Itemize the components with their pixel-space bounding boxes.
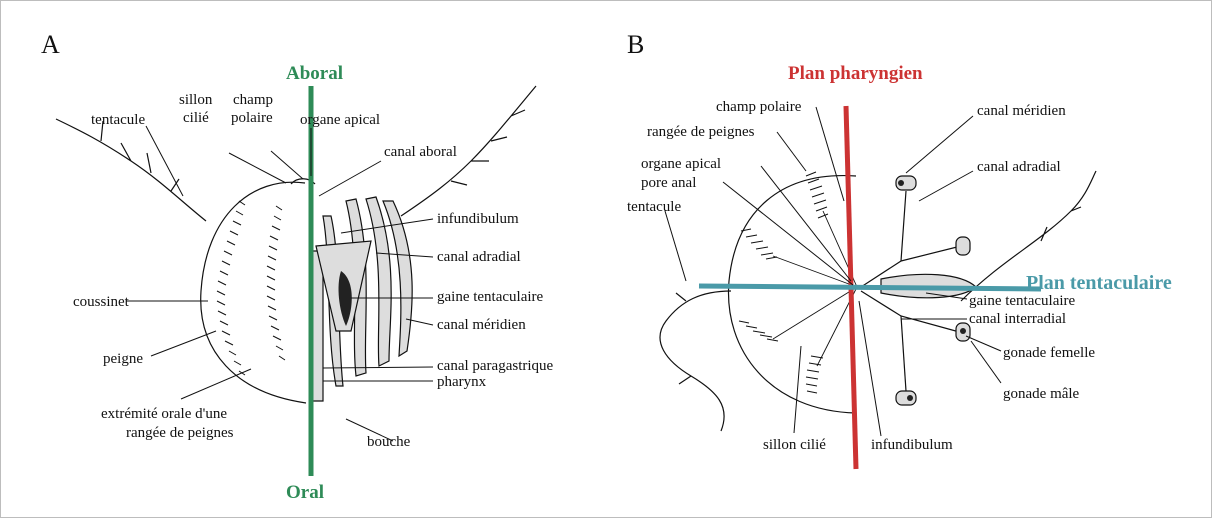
comb-rows-a bbox=[217, 201, 285, 375]
panel-a: A Aboral Oral bbox=[41, 30, 554, 503]
label-gonade-femelle: gonade femelle bbox=[1003, 345, 1095, 361]
label-rangee-peignes-b: rangée de peignes bbox=[647, 124, 755, 140]
label-tentacule-b: tentacule bbox=[627, 199, 681, 215]
label-gaine-a: gaine tentaculaire bbox=[437, 289, 544, 305]
axis-label-oral: Oral bbox=[286, 482, 324, 503]
label-bouche: bouche bbox=[367, 434, 411, 450]
label-tentacule-a: tentacule bbox=[91, 112, 145, 128]
label-champ-a-1: champ bbox=[233, 92, 273, 108]
body-outline-a bbox=[201, 182, 306, 403]
tentacle-left-a bbox=[56, 119, 206, 221]
label-gonade-male: gonade mâle bbox=[1003, 386, 1080, 402]
label-gaine-b: gaine tentaculaire bbox=[969, 293, 1076, 309]
tentacle-b bbox=[660, 291, 731, 431]
label-infundibulum-b: infundibulum bbox=[871, 437, 953, 453]
label-sillon-a-2: cilié bbox=[183, 110, 209, 126]
plane-label-pharyngien: Plan pharyngien bbox=[788, 63, 923, 84]
body-outline-b bbox=[728, 176, 856, 413]
label-champ-a-2: polaire bbox=[231, 110, 273, 126]
label-organe-apical-b: organe apical bbox=[641, 156, 721, 172]
panel-a-letter: A bbox=[41, 30, 60, 59]
label-champ-polaire-b: champ polaire bbox=[716, 99, 802, 115]
axis-label-aboral: Aboral bbox=[286, 63, 343, 84]
label-sillon-a-1: sillon bbox=[179, 92, 213, 108]
label-canal-meridien-b: canal méridien bbox=[977, 103, 1066, 119]
label-canal-interradial: canal interradial bbox=[969, 311, 1066, 327]
plane-label-tentaculaire: Plan tentaculaire bbox=[1026, 272, 1172, 294]
label-canal-adradial-a: canal adradial bbox=[437, 249, 521, 265]
label-pore-anal: pore anal bbox=[641, 175, 696, 191]
label-organe-apical-a: organe apical bbox=[300, 112, 380, 128]
label-canal-adradial-b: canal adradial bbox=[977, 159, 1061, 175]
panel-b-letter: B bbox=[627, 30, 644, 59]
label-canal-meridien-a: canal méridien bbox=[437, 317, 526, 333]
label-extremite-2: rangée de peignes bbox=[126, 425, 234, 441]
label-infundibulum-a: infundibulum bbox=[437, 211, 519, 227]
label-sillon-cilie-b: sillon cilié bbox=[763, 437, 826, 453]
panel-b: B bbox=[627, 30, 1172, 469]
label-pharynx: pharynx bbox=[437, 374, 487, 390]
label-coussinet: coussinet bbox=[73, 294, 130, 310]
tentacular-plane-line bbox=[699, 286, 1041, 289]
label-canal-paragastrique: canal paragastrique bbox=[437, 358, 554, 374]
label-canal-aboral: canal aboral bbox=[384, 144, 457, 160]
label-peigne: peigne bbox=[103, 351, 143, 367]
label-extremite-1: extrémité orale d'une bbox=[101, 406, 227, 422]
